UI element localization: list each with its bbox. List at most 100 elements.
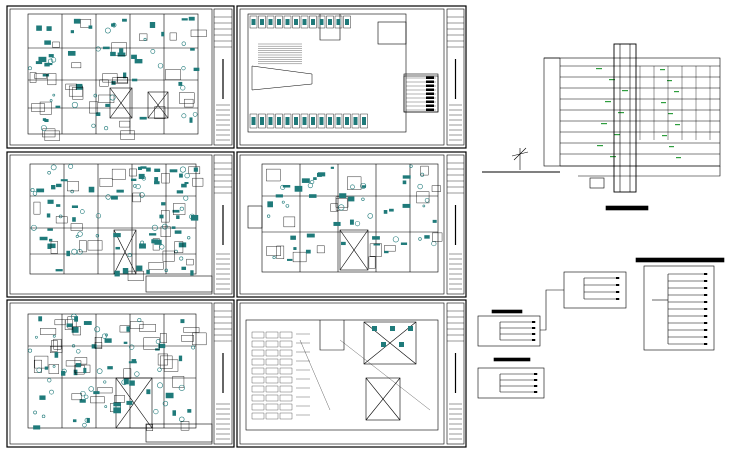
fixture-circle (71, 248, 78, 255)
fixture-circle (52, 365, 56, 368)
fixture-block (193, 67, 200, 72)
fixture-circle (30, 224, 37, 231)
parking-stall (279, 385, 293, 393)
room-outline (29, 72, 37, 83)
fixture-block (72, 419, 77, 423)
fixture-block (44, 40, 51, 45)
room-outline (72, 326, 81, 336)
fixture-circle (104, 405, 108, 408)
riser-device (704, 280, 707, 282)
fixture-block (146, 269, 150, 275)
sheet-2-frame (236, 5, 467, 149)
fixture-block (55, 105, 61, 108)
parking-stall (249, 113, 258, 129)
fixture-circle (76, 349, 81, 354)
fixture-block (308, 194, 317, 198)
fixture-circle (181, 113, 187, 119)
sheet-3-fixtures (30, 163, 204, 281)
fixture-block (131, 359, 137, 363)
fixture-circle (91, 123, 96, 128)
fixture-block (54, 352, 59, 358)
fixture-block (190, 270, 194, 276)
fixture-block (190, 48, 195, 51)
building-section (482, 43, 721, 211)
room-outline (87, 240, 103, 251)
fixture-circle (157, 382, 163, 389)
fixture-block (181, 183, 187, 188)
parking-stall (265, 358, 279, 366)
fixture-circle (49, 99, 53, 102)
parking-stall (266, 113, 275, 129)
fixture-circle (52, 334, 56, 338)
fixture-block (372, 236, 380, 240)
parking-stall (279, 394, 293, 402)
room-outline (172, 376, 185, 388)
fixture-block (113, 402, 121, 407)
room-outline (71, 62, 82, 69)
schedule-mark (426, 96, 434, 99)
fixture-block (138, 166, 142, 170)
fixture-block (71, 205, 79, 209)
fixture-circle (424, 197, 430, 203)
fixture-block (74, 316, 79, 322)
riser-device (704, 315, 707, 317)
parked-car (353, 117, 358, 125)
fixture-circle (80, 209, 85, 214)
fixture-block (402, 180, 407, 185)
parked-car (302, 19, 307, 25)
riser-device (704, 343, 707, 345)
fixture-circle (181, 41, 186, 46)
fixture-circle (179, 256, 184, 261)
room-outline (55, 216, 68, 224)
parking-stall (265, 394, 279, 402)
fixture-block (75, 83, 83, 90)
fixture-circle (354, 220, 361, 227)
fixture-circle (417, 183, 423, 190)
riser-diagram-4 (635, 257, 725, 351)
riser-device (534, 391, 537, 393)
fixture-block (66, 250, 70, 257)
fixture-block (432, 219, 437, 223)
fixture-block (158, 343, 166, 349)
riser-device (704, 329, 707, 331)
title-blocks (214, 16, 464, 440)
fixture-block (138, 173, 145, 179)
fixture-block (48, 238, 53, 242)
parking-stall (279, 403, 293, 411)
room-outline (174, 241, 184, 253)
parking-stall (251, 367, 265, 375)
fixture-circle (191, 345, 196, 350)
fixture-block (128, 361, 137, 364)
fixture-block (91, 344, 97, 349)
parking-stall (251, 403, 265, 411)
room-outline (71, 393, 82, 401)
fixture-circle (310, 179, 315, 185)
room-outline (161, 173, 170, 184)
room-outline (98, 94, 115, 103)
fixture-circle (35, 335, 38, 339)
fixture-block (172, 209, 180, 213)
parked-car (328, 19, 332, 25)
parking-stall (279, 349, 293, 357)
schedule-mark (426, 88, 434, 91)
room-outline (111, 42, 127, 56)
fixture-block (181, 18, 188, 21)
schedule-mark (426, 100, 434, 103)
fixture-block (114, 270, 120, 277)
fixture-circle (179, 416, 185, 423)
riser-device (704, 287, 707, 289)
fixture-block (123, 341, 128, 344)
room-outline (148, 262, 164, 270)
fixture-block (70, 30, 75, 34)
parking-stall (283, 113, 292, 129)
fixture-circle (164, 268, 168, 273)
section-marker (610, 156, 616, 158)
parking-stall (343, 15, 351, 29)
fixture-circle (187, 236, 191, 240)
room-outline (186, 258, 194, 266)
fixture-circle (307, 182, 313, 189)
fixture-block (51, 185, 56, 190)
fixture-circle (96, 368, 103, 375)
parked-car (268, 19, 273, 25)
parking-stall (279, 367, 293, 375)
